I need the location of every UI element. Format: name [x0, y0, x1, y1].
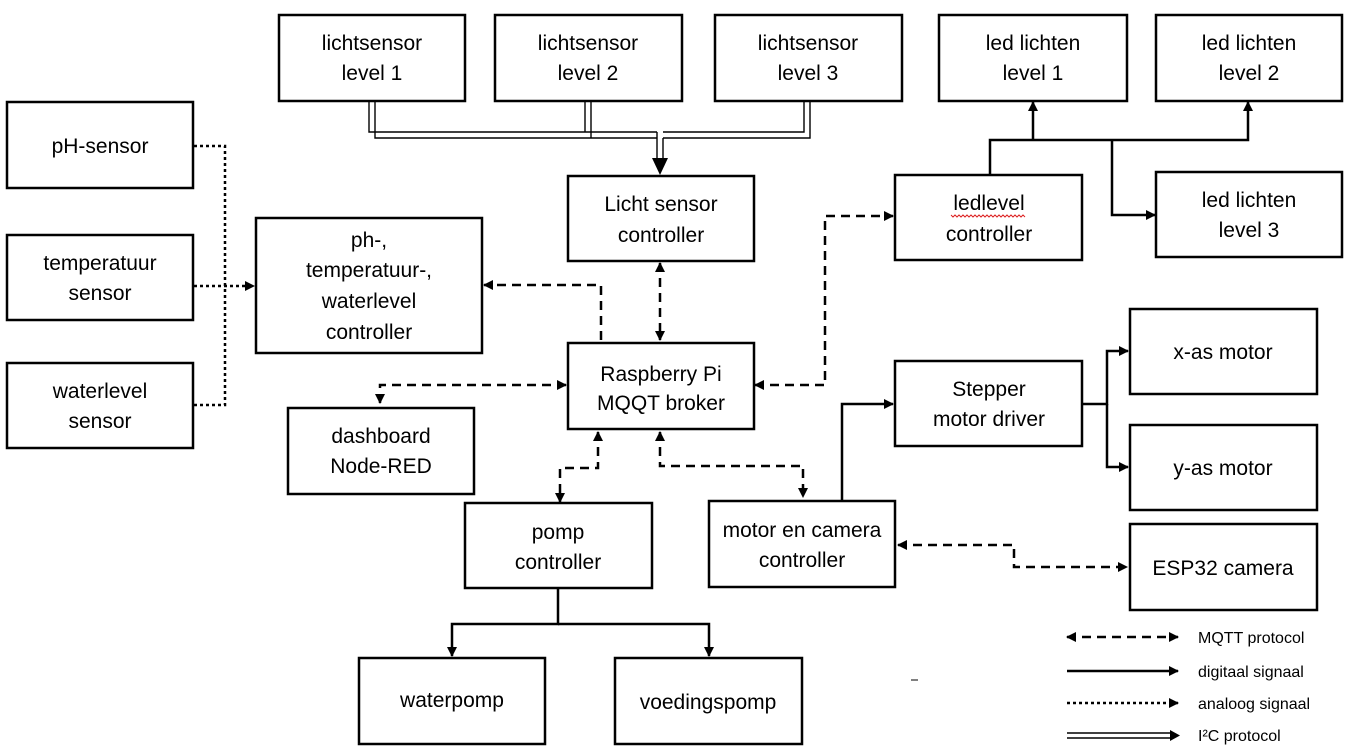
legend-mqtt: MQTT protocol	[1066, 630, 1304, 647]
legend-digital: digitaal signaal	[1067, 664, 1304, 681]
legend-i2c-label: I²C protocol	[1198, 728, 1281, 745]
label-line-4: controller	[326, 321, 412, 344]
nodes: lichtsensor level 1 lichtsensor level 2 …	[5, 13, 1344, 746]
label-line-1: ph-,	[351, 229, 387, 252]
label-line-1: led lichten	[1202, 32, 1297, 55]
box-waterlevel-sensor: waterlevel sensor	[5, 361, 195, 450]
legend-analog-label: analoog signaal	[1198, 696, 1310, 713]
box-lichtsensor-level-3: lichtsensor level 3	[713, 13, 904, 103]
legend-analog: analoog signaal	[1067, 696, 1310, 713]
box-ph-sensor: pH-sensor	[5, 100, 195, 190]
legend-i2c: I²C protocol	[1067, 728, 1281, 745]
analog-connection-sensors	[194, 144, 255, 407]
box-esp32-camera: ESP32 camera	[1128, 522, 1319, 612]
box-ledlevel-controller: ledlevel controller	[893, 173, 1084, 262]
label-line-2: level 1	[1003, 62, 1064, 85]
label-line-1: Raspberry Pi	[600, 363, 721, 386]
label-line-1: lichtsensor	[758, 32, 858, 55]
digital-connections	[447, 101, 1253, 657]
box-raspberry-pi-broker: Raspberry Pi MQQT broker	[566, 341, 756, 431]
box-lichtsensor-level-2: lichtsensor level 2	[493, 13, 684, 103]
box-dashboard-node-red: dashboard Node-RED	[286, 406, 476, 496]
label-line-2: controller	[515, 551, 601, 574]
label-line-1: ESP32 camera	[1152, 557, 1294, 580]
label-line-1: led lichten	[986, 32, 1081, 55]
box-waterpomp: waterpomp	[357, 656, 547, 746]
label-line-1: motor en camera	[723, 519, 882, 542]
label-line-1: Stepper	[952, 378, 1026, 401]
label-line-2: MQQT broker	[597, 392, 725, 415]
label-line-1: y-as motor	[1173, 457, 1272, 480]
spellcheck-underline	[950, 214, 1026, 218]
label-line-2: controller	[618, 224, 704, 247]
box-led-lichten-level-3: led lichten level 3	[1154, 170, 1344, 259]
label-line-1: lichtsensor	[538, 32, 638, 55]
label-line-2: level 2	[1219, 62, 1280, 85]
label-line-2: controller	[946, 223, 1032, 246]
label-line-1: lichtsensor	[322, 32, 422, 55]
label-line-1: led lichten	[1202, 189, 1297, 212]
label-line-1: pH-sensor	[52, 135, 149, 158]
label-line-1: temperatuur	[43, 252, 156, 275]
label-line-2: level 1	[342, 62, 403, 85]
connections	[194, 101, 1253, 657]
i2c-connection-light-sensors	[368, 101, 811, 175]
label-line-1: waterpomp	[399, 689, 504, 712]
label-line-3: waterlevel	[321, 290, 417, 313]
box-temperatuur-sensor: temperatuur sensor	[5, 233, 195, 322]
box-y-as-motor: y-as motor	[1128, 423, 1319, 512]
box-lichtsensor-level-1: lichtsensor level 1	[277, 13, 467, 103]
label-line-1: x-as motor	[1173, 341, 1272, 364]
box-led-lichten-level-2: led lichten level 2	[1154, 13, 1344, 103]
box-licht-sensor-controller: Licht sensor controller	[566, 174, 756, 263]
label-line-2: Node-RED	[330, 455, 432, 478]
legend: MQTT protocol digitaal signaal analoog s…	[911, 630, 1310, 745]
label-line-2: sensor	[68, 410, 131, 433]
label-line-1: waterlevel	[52, 380, 148, 403]
label-line-2: level 2	[558, 62, 619, 85]
label-line-2: controller	[759, 549, 845, 572]
label-line-1: Licht sensor	[604, 193, 717, 216]
mqtt-connections	[375, 211, 1128, 572]
label-line-1: pomp	[532, 521, 585, 544]
label-line-2: temperatuur-,	[306, 259, 432, 282]
box-pomp-controller: pomp controller	[463, 501, 654, 590]
label-line-2: level 3	[778, 62, 839, 85]
label-line-1: dashboard	[331, 425, 430, 448]
box-ph-temp-waterlevel-controller: ph-, temperatuur-, waterlevel controller	[254, 216, 484, 355]
box-led-lichten-level-1: led lichten level 1	[937, 13, 1129, 103]
label-line-2: motor driver	[933, 408, 1045, 431]
label-line-2: level 3	[1219, 219, 1280, 242]
label-line-2: sensor	[68, 282, 131, 305]
label-line-1: voedingspomp	[640, 691, 777, 714]
box-voedingspomp: voedingspomp	[613, 656, 804, 746]
legend-mqtt-label: MQTT protocol	[1198, 630, 1304, 647]
box-motor-en-camera-controller: motor en camera controller	[707, 499, 897, 589]
label-line-1: ledlevel	[953, 192, 1024, 215]
box-stepper-motor-driver: Stepper motor driver	[893, 359, 1084, 448]
legend-digital-label: digitaal signaal	[1198, 664, 1304, 681]
box-x-as-motor: x-as motor	[1128, 307, 1319, 396]
